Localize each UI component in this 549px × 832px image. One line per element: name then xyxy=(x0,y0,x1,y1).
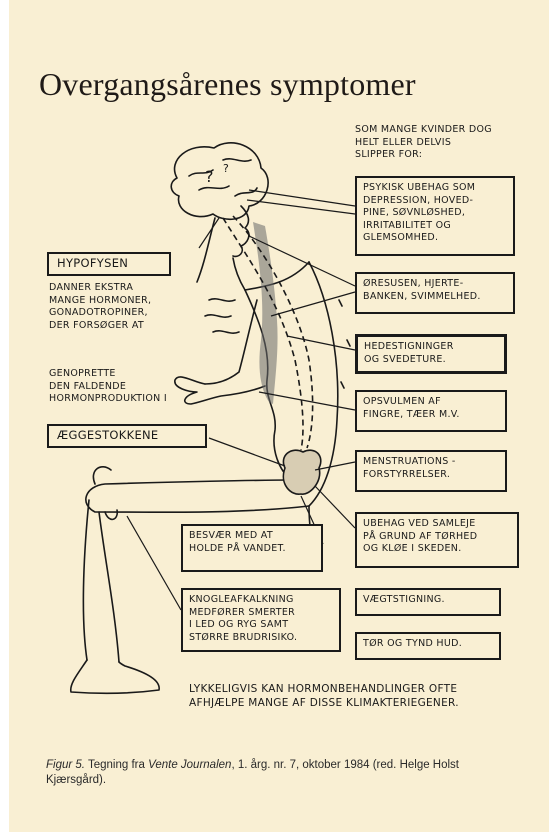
svg-text:?: ? xyxy=(223,162,229,175)
neck-front xyxy=(233,258,245,290)
symptom-hedestigninger: HEDESTIGNINGER OG SVEDETURE. xyxy=(355,334,507,374)
symptom-psykisk: PSYKISK UBEHAG SOM DEPRESSION, HOVED- PI… xyxy=(355,176,515,256)
shin xyxy=(83,500,119,662)
symptom-samleje: UBEHAG VED SAMLEJE PÅ GRUND AF TØRHED OG… xyxy=(355,512,519,568)
thigh xyxy=(86,480,309,512)
genoprette-description: GENOPRETTE DEN FALDENDE HORMONPRODUKTION… xyxy=(49,368,219,406)
hypofysen-description: DANNER EKSTRA MANGE HORMONER, GONADOTROP… xyxy=(49,282,209,332)
symptom-oeresusen: ØRESUSEN, HJERTE- BANKEN, SVIMMELHED. xyxy=(355,272,515,314)
question-mark-icon: ? xyxy=(205,167,214,186)
symptom-hud: TØR OG TYND HUD. xyxy=(355,632,501,660)
symptom-vandet: BESVÆR MED AT HOLDE PÅ VANDET. xyxy=(181,524,323,572)
spine-shading xyxy=(253,222,278,404)
figure-caption: Figur 5. Tegning fra Vente Journalen, 1.… xyxy=(46,758,516,788)
heat-lines xyxy=(205,299,239,333)
book-page: Overgangsårenes symptomer xyxy=(9,0,549,832)
footer-note: LYKKELIGVIS KAN HORMONBEHANDLINGER OFTE … xyxy=(189,682,509,710)
symptom-vaegt: VÆGTSTIGNING. xyxy=(355,588,501,616)
shoulder xyxy=(245,262,309,290)
caption-text-1: Tegning fra xyxy=(85,759,148,771)
aeggestokkene-label: ÆGGESTOKKENE xyxy=(47,424,207,448)
foot xyxy=(71,660,159,693)
brain-outline xyxy=(171,143,268,219)
sweat-drops xyxy=(339,300,350,388)
caption-journal: Vente Journalen xyxy=(148,759,231,771)
intro-note: SOM MANGE KVINDER DOG HELT ELLER DELVIS … xyxy=(355,124,530,162)
symptom-menstruation: MENSTRUATIONS - FORSTYRRELSER. xyxy=(355,450,507,492)
uterus-icon xyxy=(283,450,320,494)
caption-prefix: Figur 5. xyxy=(46,759,85,771)
hypofysen-label: HYPOFYSEN xyxy=(47,252,171,276)
symptom-knogle: KNOGLEAFKALKNING MEDFØRER SMERTER I LED … xyxy=(181,588,341,652)
symptom-opsvulmen: OPSVULMEN AF FINGRE, TÆER M.V. xyxy=(355,390,507,432)
